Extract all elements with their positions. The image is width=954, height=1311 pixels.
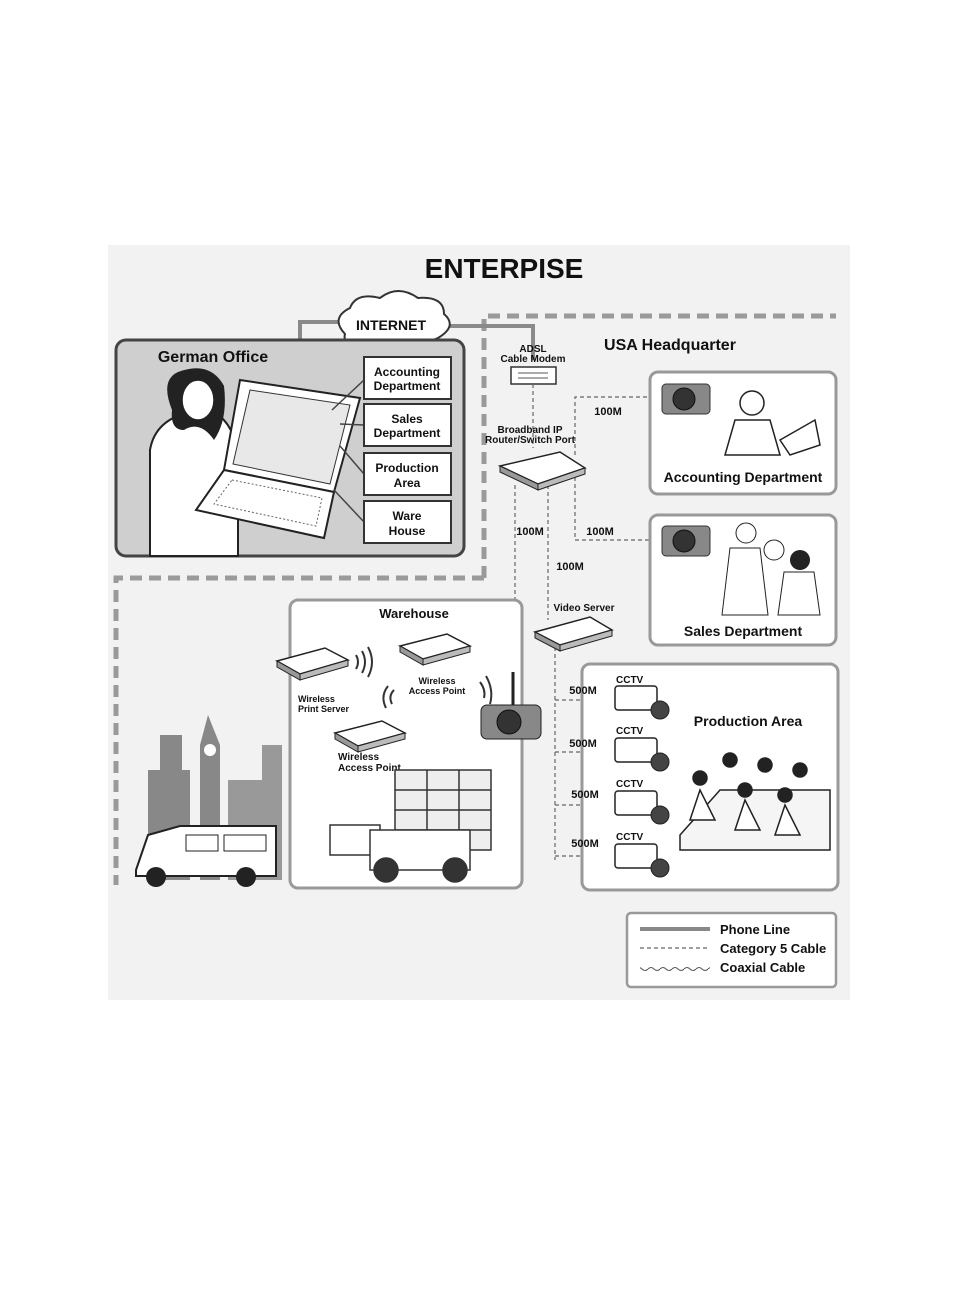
svg-text:Category 5 Cable: Category 5 Cable <box>720 941 826 956</box>
cctv-camera-4: CCTV <box>614 832 670 878</box>
svg-text:Phone Line: Phone Line <box>720 922 790 937</box>
sales-department-panel: Sales Department <box>648 513 838 647</box>
svg-text:Router/Switch Port: Router/Switch Port <box>485 435 576 446</box>
svg-text:Coaxial Cable: Coaxial Cable <box>720 960 805 975</box>
svg-text:ADSL: ADSL <box>519 344 546 355</box>
video-server: Video Server <box>532 603 615 652</box>
forklift-illustration <box>329 769 492 883</box>
german-dept-warehouse: Ware House <box>363 500 452 544</box>
cctv-link-label-2: 500M <box>569 738 597 750</box>
camera-icon <box>661 525 711 557</box>
wireless-print-server: Wireless Print Server <box>275 647 351 714</box>
cctv-link-label-1: 500M <box>569 685 597 697</box>
legend-item-cat5: Category 5 Cable <box>640 941 826 956</box>
link-label-warehouse: 100M <box>516 526 544 538</box>
broadband-router: Broadband IP Router/Switch Port <box>485 425 587 491</box>
german-dept-accounting: Accounting Department <box>363 356 452 400</box>
svg-text:Access Point: Access Point <box>338 763 401 774</box>
warehouse-title: Warehouse <box>379 606 449 621</box>
wifi-signal-icon <box>355 646 373 678</box>
german-office-panel: German Office Accounting Department Sale… <box>114 338 466 558</box>
production-area-title: Production Area <box>694 713 803 729</box>
office-worker-illustration <box>149 368 239 557</box>
svg-text:CCTV: CCTV <box>616 675 644 686</box>
svg-text:Department: Department <box>374 426 441 440</box>
svg-text:Access Point: Access Point <box>409 686 466 696</box>
svg-text:Wireless: Wireless <box>419 676 456 686</box>
svg-text:CCTV: CCTV <box>616 832 644 843</box>
svg-text:Ware: Ware <box>393 509 422 523</box>
cctv-link-label-4: 500M <box>571 838 599 850</box>
production-area-panel: Production Area CCTV CCTV CCTV CCTV <box>580 662 840 892</box>
svg-text:Broadband IP: Broadband IP <box>497 425 562 436</box>
svg-text:CCTV: CCTV <box>616 726 644 737</box>
team-illustration <box>721 522 821 616</box>
wifi-signal-icon <box>382 675 493 709</box>
cctv-camera-3: CCTV <box>614 779 670 825</box>
internet-label: INTERNET <box>356 317 426 333</box>
svg-text:Production: Production <box>375 461 438 475</box>
diagram-title: ENTERPISE <box>425 253 584 284</box>
legend-item-coaxial: Coaxial Cable <box>640 960 805 975</box>
cctv-link-label-3: 500M <box>571 789 599 801</box>
accounting-department-label: Accounting Department <box>664 469 823 485</box>
svg-text:House: House <box>389 524 426 538</box>
legend-item-phone-line: Phone Line <box>640 922 790 937</box>
production-workers-illustration <box>679 752 831 851</box>
svg-text:Video Server: Video Server <box>554 603 615 614</box>
van-illustration <box>135 825 277 887</box>
wireless-camera <box>480 672 542 740</box>
german-dept-production: Production Area <box>363 452 452 496</box>
svg-text:Area: Area <box>394 476 421 490</box>
german-dept-sales: Sales Department <box>363 403 452 447</box>
wireless-access-point-bottom: Wireless Access Point <box>333 720 408 774</box>
accounting-department-panel: Accounting Department <box>648 370 838 496</box>
svg-text:Department: Department <box>374 379 441 393</box>
link-label-video: 100M <box>556 561 584 573</box>
worker-illustration <box>724 390 821 456</box>
adsl-modem: ADSL Cable Modem <box>500 344 566 385</box>
wireless-access-point-top: Wireless Access Point <box>398 633 473 696</box>
svg-text:Wireless: Wireless <box>298 694 335 704</box>
camera-icon <box>661 383 711 415</box>
warehouse-panel: Warehouse Wireless Print Server Wireless… <box>275 598 542 890</box>
usa-hq-title: USA Headquarter <box>604 337 736 354</box>
cctv-camera-2: CCTV <box>614 726 670 772</box>
hq-boundary <box>113 313 836 885</box>
svg-text:Sales: Sales <box>391 412 423 426</box>
phone-line-usa <box>448 324 535 360</box>
svg-text:CCTV: CCTV <box>616 779 644 790</box>
legend-box: Phone Line Category 5 Cable Coaxial Cabl… <box>625 911 838 989</box>
laptop-illustration <box>194 378 362 540</box>
svg-text:Cable Modem: Cable Modem <box>500 354 565 365</box>
svg-text:Print Server: Print Server <box>298 704 350 714</box>
link-label-sales: 100M <box>586 526 614 538</box>
cctv-camera-1: CCTV <box>614 675 670 720</box>
svg-text:Wireless: Wireless <box>338 752 379 763</box>
link-label-accounting: 100M <box>594 406 622 418</box>
sales-department-label: Sales Department <box>684 623 803 639</box>
svg-text:Accounting: Accounting <box>374 365 440 379</box>
german-office-title: German Office <box>158 349 268 366</box>
internet-cloud: INTERNET <box>337 290 451 345</box>
